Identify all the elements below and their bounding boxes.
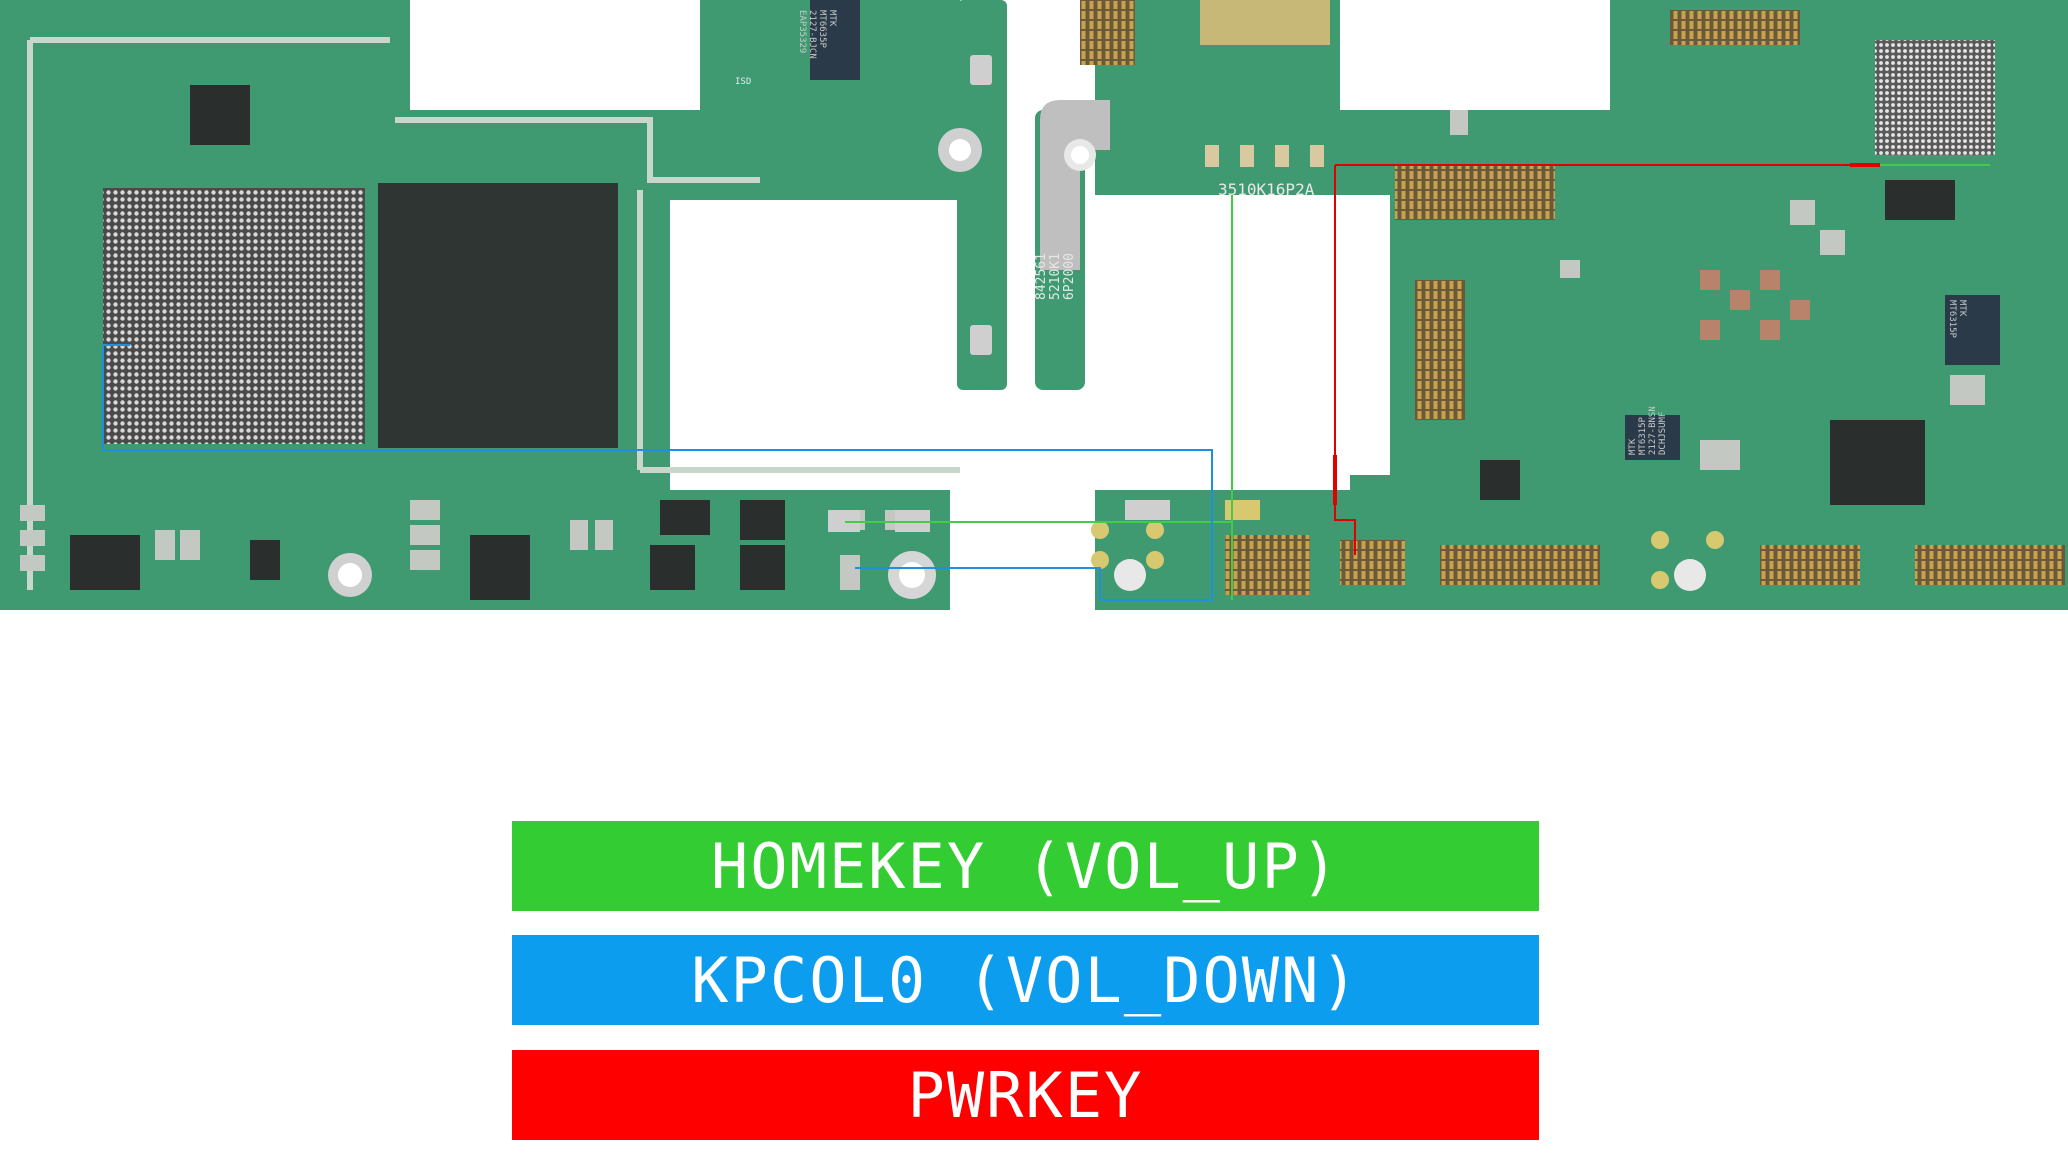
memory-chip xyxy=(378,183,618,448)
board-marking: 3510K16P2A xyxy=(1218,180,1315,199)
flex-marking: 5210K1 xyxy=(1048,253,1063,300)
chip-text: MT6635P xyxy=(817,10,827,49)
chip-text: EAP35329 xyxy=(797,10,807,53)
chip-text: MT6315P xyxy=(1638,416,1648,455)
chip-text: MT6315P xyxy=(1947,300,1957,339)
key-connector xyxy=(1225,535,1310,595)
chip-text: MTK xyxy=(827,10,837,27)
flex-marking: 842561 xyxy=(1034,253,1049,300)
chip-text: DCHJSUMF xyxy=(1658,412,1668,455)
legend-pwrkey: PWRKEY xyxy=(512,1050,1539,1140)
cutout xyxy=(410,0,700,110)
legend-homekey: HOMEKEY (VOL_UP) xyxy=(512,821,1539,911)
chip-text: MTK xyxy=(1628,438,1638,455)
isd-label: ISD xyxy=(735,77,751,87)
soc-bga xyxy=(103,188,365,444)
trace-homekey xyxy=(845,195,1233,600)
cutout xyxy=(670,200,960,490)
ic-mt6315p xyxy=(1945,295,2000,365)
connector xyxy=(1080,0,1135,65)
homekey-pad xyxy=(828,510,860,532)
ic-mt6315p xyxy=(1625,415,1680,460)
trace-pwrkey xyxy=(1333,163,1880,555)
chip-text: 2127-BJCN xyxy=(807,10,817,59)
left-board: MTK MT6635P 2127-BJCN EAP35329 ISD xyxy=(0,0,1010,610)
cutout xyxy=(1080,195,1390,475)
right-board: 842561 5210K1 6P2000 3510K16P2A MTK MT63… xyxy=(1034,0,2068,610)
bracket xyxy=(1040,100,1110,270)
legend-kpcol0: KPCOL0 (VOL_DOWN) xyxy=(512,935,1539,1025)
trace-kpcol0 xyxy=(102,344,1213,601)
flex-marking: 6P2000 xyxy=(1062,253,1077,300)
chip-text: 2127-BNSN xyxy=(1648,406,1658,455)
shield xyxy=(1200,0,1330,45)
chip-text: MTK xyxy=(1957,300,1967,317)
ic-mt6635p xyxy=(810,0,860,80)
